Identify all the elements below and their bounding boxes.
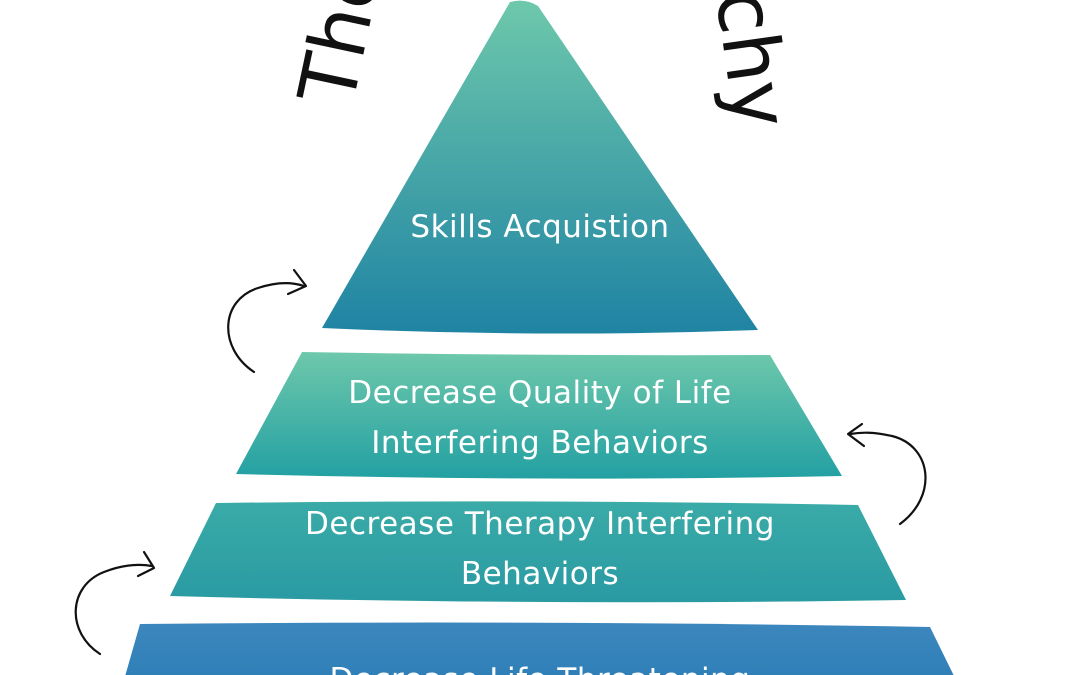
- arrow-left-lower-head: [136, 550, 156, 578]
- arrow-left-lower: [74, 550, 156, 656]
- arrow-left-upper: [227, 268, 308, 374]
- tier-skills-shape: [322, 0, 758, 334]
- arrow-right-middle-head: [846, 422, 866, 448]
- tier-therapy-interfering: Decrease Therapy Interfering Behaviors: [170, 501, 906, 603]
- tier-quality-of-life-label-line1: Decrease Quality of Life: [348, 375, 731, 411]
- tier-life-threatening: Decrease Life Threatening: [125, 622, 954, 675]
- tier-therapy-interfering-label-line2: Behaviors: [461, 556, 619, 592]
- tier-therapy-interfering-label-line1: Decrease Therapy Interfering: [305, 506, 775, 542]
- tier-quality-of-life-shape: [236, 352, 842, 479]
- title-left-fragment: The: [282, 0, 400, 113]
- arrow-left-upper-head: [286, 268, 308, 296]
- tier-life-threatening-label: Decrease Life Threatening: [330, 662, 751, 675]
- arrow-left-upper-curve: [227, 282, 306, 374]
- tier-quality-of-life: Decrease Quality of Life Interfering Beh…: [236, 352, 842, 479]
- arrow-right-middle: [846, 422, 927, 526]
- tier-skills-acquisition: Skills Acquistion: [322, 0, 758, 334]
- title-right-fragment: chy: [697, 0, 805, 134]
- arrow-left-lower-curve: [74, 563, 154, 656]
- diagram-title: The chy: [282, 0, 805, 134]
- tier-therapy-interfering-shape: [170, 501, 906, 603]
- tier-life-threatening-shape: [125, 622, 954, 675]
- tier-skills-label: Skills Acquistion: [410, 209, 669, 245]
- arrow-right-middle-curve: [848, 431, 927, 526]
- tier-quality-of-life-label-line2: Interfering Behaviors: [371, 425, 709, 461]
